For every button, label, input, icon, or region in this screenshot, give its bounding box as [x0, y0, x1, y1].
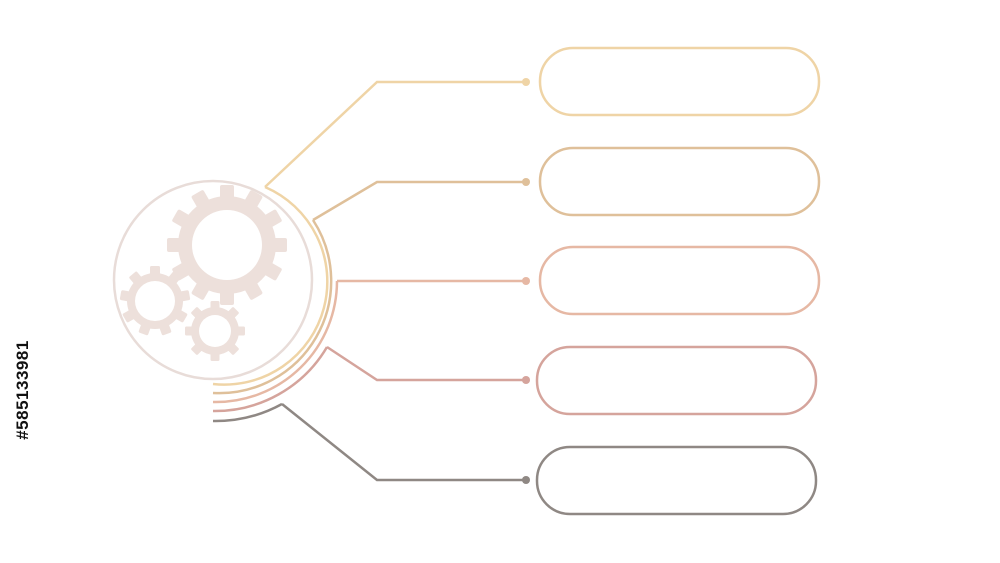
item-1	[212, 46, 821, 386]
connector-dot-1	[522, 78, 530, 86]
connector-arc-1	[212, 185, 329, 386]
connector-dot-2	[522, 178, 530, 186]
connector-dot-3	[522, 277, 530, 285]
connector-arc-3	[212, 280, 339, 404]
item-5	[212, 402, 818, 516]
connector-arc-4	[212, 346, 329, 413]
connector-arc-2	[212, 219, 333, 395]
small-gear-icon	[185, 301, 245, 361]
connector-arc-5	[212, 402, 283, 423]
medium-gear-icon	[119, 266, 191, 336]
stock-id-text: #585133981	[13, 340, 33, 440]
text-box-2	[538, 146, 821, 217]
connector-line-2	[312, 180, 526, 222]
hub-ring	[112, 179, 314, 381]
connector-dot-5	[522, 476, 530, 484]
gear-hub	[112, 179, 314, 381]
connector-dot-4	[522, 376, 530, 384]
text-box-3	[538, 245, 821, 316]
large-gear-icon	[167, 185, 287, 305]
item-2	[212, 146, 821, 395]
text-box-5	[535, 445, 818, 516]
gears-icon	[119, 185, 287, 361]
stock-id-label: #585133981	[8, 320, 38, 460]
connector-line-4	[326, 345, 526, 382]
item-3	[212, 245, 821, 404]
connector-line-5	[281, 403, 526, 482]
item-4	[212, 345, 818, 416]
text-box-4	[535, 345, 818, 416]
connector-line-1	[264, 80, 526, 188]
text-box-1	[538, 46, 821, 117]
